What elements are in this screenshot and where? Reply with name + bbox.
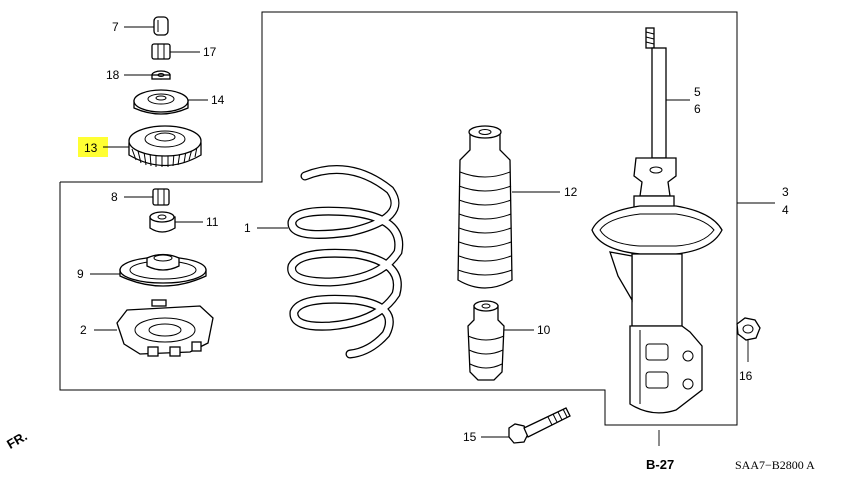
callout-12[interactable]: 12: [564, 185, 578, 199]
callout-4[interactable]: 4: [782, 203, 789, 217]
assembly-outline: [59, 11, 738, 426]
highlight-13: [78, 137, 108, 157]
callout-15[interactable]: 15: [463, 430, 477, 444]
part-16-flange-nut[interactable]: [736, 317, 761, 341]
part-7-cap[interactable]: [153, 16, 169, 36]
part-17-nut[interactable]: [151, 43, 171, 60]
callout-7[interactable]: 7: [112, 20, 119, 34]
reference-b27[interactable]: B-27: [646, 457, 674, 472]
callout-8[interactable]: 8: [111, 190, 118, 204]
part-10-bump-stop[interactable]: [467, 300, 505, 381]
callout-16[interactable]: 16: [739, 369, 753, 383]
callout-11[interactable]: 11: [206, 215, 219, 229]
callout-3[interactable]: 3: [782, 185, 789, 199]
callout-9[interactable]: 9: [77, 267, 84, 281]
part-2-bracket[interactable]: [116, 299, 214, 357]
callout-6[interactable]: 6: [694, 102, 701, 116]
part-15-flange-bolt[interactable]: [508, 407, 571, 444]
callout-14[interactable]: 14: [211, 93, 225, 107]
callout-2[interactable]: 2: [80, 323, 87, 337]
part-14-mount-plate[interactable]: [133, 89, 189, 115]
part-18-washer[interactable]: [151, 70, 171, 80]
part-13-mount-base[interactable]: [128, 125, 202, 167]
diagram-code: SAA7−B2800 A: [735, 458, 815, 472]
callout-5[interactable]: 5: [694, 85, 701, 99]
callout-18[interactable]: 18: [106, 68, 120, 82]
callout-13[interactable]: 13: [84, 141, 98, 155]
part-12-dust-boot[interactable]: [457, 125, 513, 289]
callout-10[interactable]: 10: [537, 323, 551, 337]
part-8-nut[interactable]: [152, 188, 170, 206]
front-direction-label: FR.: [4, 428, 30, 451]
part-9-spring-seat[interactable]: [119, 253, 207, 287]
callout-1[interactable]: 1: [244, 221, 251, 235]
part-1-coil-spring[interactable]: [287, 165, 404, 359]
part-11-bushing[interactable]: [149, 211, 176, 233]
part-3-4-strut[interactable]: [591, 27, 723, 414]
callout-17[interactable]: 17: [203, 45, 217, 59]
